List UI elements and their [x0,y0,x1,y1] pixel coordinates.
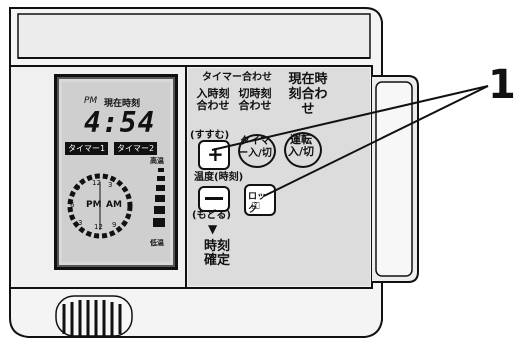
dial-number: 9 [76,184,81,192]
callout-number: 1 [488,62,516,108]
dial-number: 6 [70,201,75,209]
temp-time-label: 温度(時刻) [194,172,244,183]
off-time-set-label: 切時刻合わせ [238,87,272,112]
level-high-label: 高温 [150,157,164,165]
dial-number: 12 [94,223,103,231]
timer-setting-header: タイマー合わせ [202,72,272,83]
dial-number: 12 [92,179,101,187]
clock-dial [67,173,133,239]
current-time-set-label: 現在時刻合わせ [288,72,328,117]
key-icon: ⚿ [252,201,260,212]
current-time-label: 現在時刻 [104,99,141,109]
on-time-set-label: 入時刻合わせ [196,87,230,112]
lock-label: ロック [248,192,267,215]
time-confirm-label: 時刻確定 [203,239,230,268]
back-minus-button[interactable] [198,186,230,212]
dial-pm-label: PM [86,200,102,210]
timer-on-off-button[interactable] [238,134,276,168]
time-readout: 4:54 [84,106,156,139]
dial-number: 9 [112,221,117,229]
dial-number: 3 [108,181,113,189]
lcd-screen: PM 現在時刻 4:54 タイマー1 タイマー2 PM AM 9 12 3 6 … [62,82,170,262]
lock-button[interactable]: ロック ⚿ [244,184,276,216]
timer1-badge: タイマー1 [65,142,109,155]
timer2-badge: タイマー2 [114,142,158,155]
operation-on-off-button[interactable] [284,132,322,168]
dial-number: 3 [78,219,83,227]
forward-label: (すすむ) [190,130,230,141]
lcd-display: PM 現在時刻 4:54 タイマー1 タイマー2 PM AM 9 12 3 6 … [54,74,178,270]
level-low-label: 低温 [150,239,164,247]
arrow-down-icon: ▼ [208,222,218,236]
dial-number: 6 [128,201,133,209]
ampm-indicator: PM [84,96,98,106]
dial-am-label: AM [106,200,122,210]
temperature-level-bar [153,168,165,227]
grill [55,295,133,337]
minus-icon [205,197,223,200]
back-label: (もどる) [192,210,231,221]
time-confirm-button[interactable]: 時刻確定 [196,236,238,270]
